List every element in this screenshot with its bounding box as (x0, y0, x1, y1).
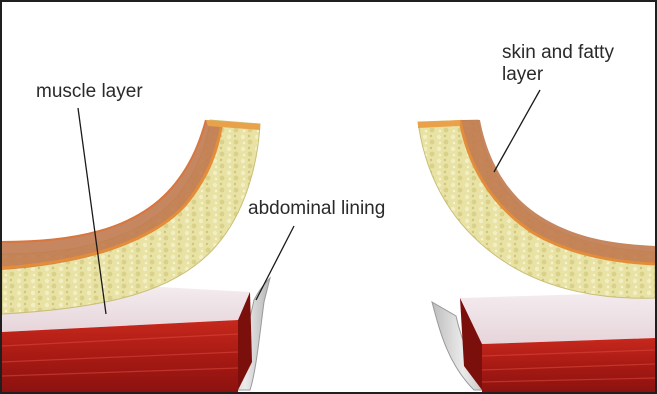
right-tissue-block (432, 292, 655, 392)
muscle-layer-label: muscle layer (36, 81, 143, 103)
skin-fatty-layer-label-line-2: layer (502, 64, 543, 86)
left-curved-layer (2, 120, 260, 314)
right-curved-layer (418, 120, 655, 298)
abdominal-lining-label: abdominal lining (248, 198, 385, 220)
abdominal-lining-leader (256, 226, 294, 300)
skin-fatty-layer-leader (494, 90, 540, 172)
skin-fatty-layer-label-line-1: skin and fatty (502, 42, 614, 64)
